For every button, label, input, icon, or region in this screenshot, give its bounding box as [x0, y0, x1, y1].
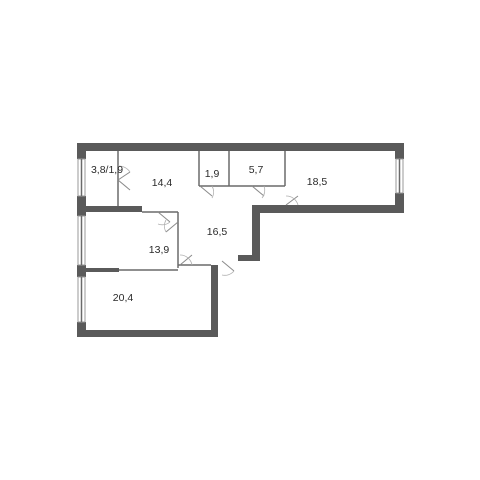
doors: [117, 165, 299, 276]
wall-living-right: [211, 265, 218, 337]
area-label-kitchen: 14,4: [152, 177, 173, 189]
door-bath: [251, 185, 265, 197]
wall-left-3: [77, 265, 86, 277]
windows: [77, 158, 404, 323]
wall-bedroom-right-bottom: [252, 205, 404, 213]
wall-left-2: [77, 196, 86, 216]
door-bedroom-right: [285, 195, 299, 206]
area-label-hall: 16,5: [207, 226, 228, 238]
door-kitchen: [157, 211, 171, 223]
wall-right-1: [395, 143, 404, 159]
wall-bottom: [77, 330, 218, 337]
wall-hall-right: [252, 205, 260, 261]
wall-left-1: [77, 143, 86, 159]
partitions: [117, 151, 286, 271]
area-label-living: 20,4: [113, 292, 134, 304]
area-label-bedroom-mid: 13,9: [149, 244, 170, 256]
area-label-bedroom-right: 18,5: [307, 176, 328, 188]
area-labels: 3,8/1,9 14,4 1,9 5,7 18,5 16,5 13,9 20,4: [91, 164, 327, 304]
wall-top: [77, 143, 404, 151]
wall-left-4: [77, 322, 86, 337]
walls: [77, 143, 404, 337]
wall-kitchen-bottom: [86, 206, 142, 212]
door-entrance: [221, 260, 235, 272]
door-balcony: [117, 171, 131, 181]
wall-living-top: [86, 268, 119, 272]
area-label-balcony: 3,8/1,9: [91, 164, 123, 176]
area-label-bath: 5,7: [249, 164, 264, 176]
wall-right-2: [395, 193, 404, 213]
door-living: [179, 254, 193, 266]
wall-hall-right-step: [238, 255, 260, 261]
door-wc: [199, 185, 213, 197]
area-label-wc: 1,9: [205, 168, 220, 180]
door-bedroom-mid: [165, 221, 179, 233]
